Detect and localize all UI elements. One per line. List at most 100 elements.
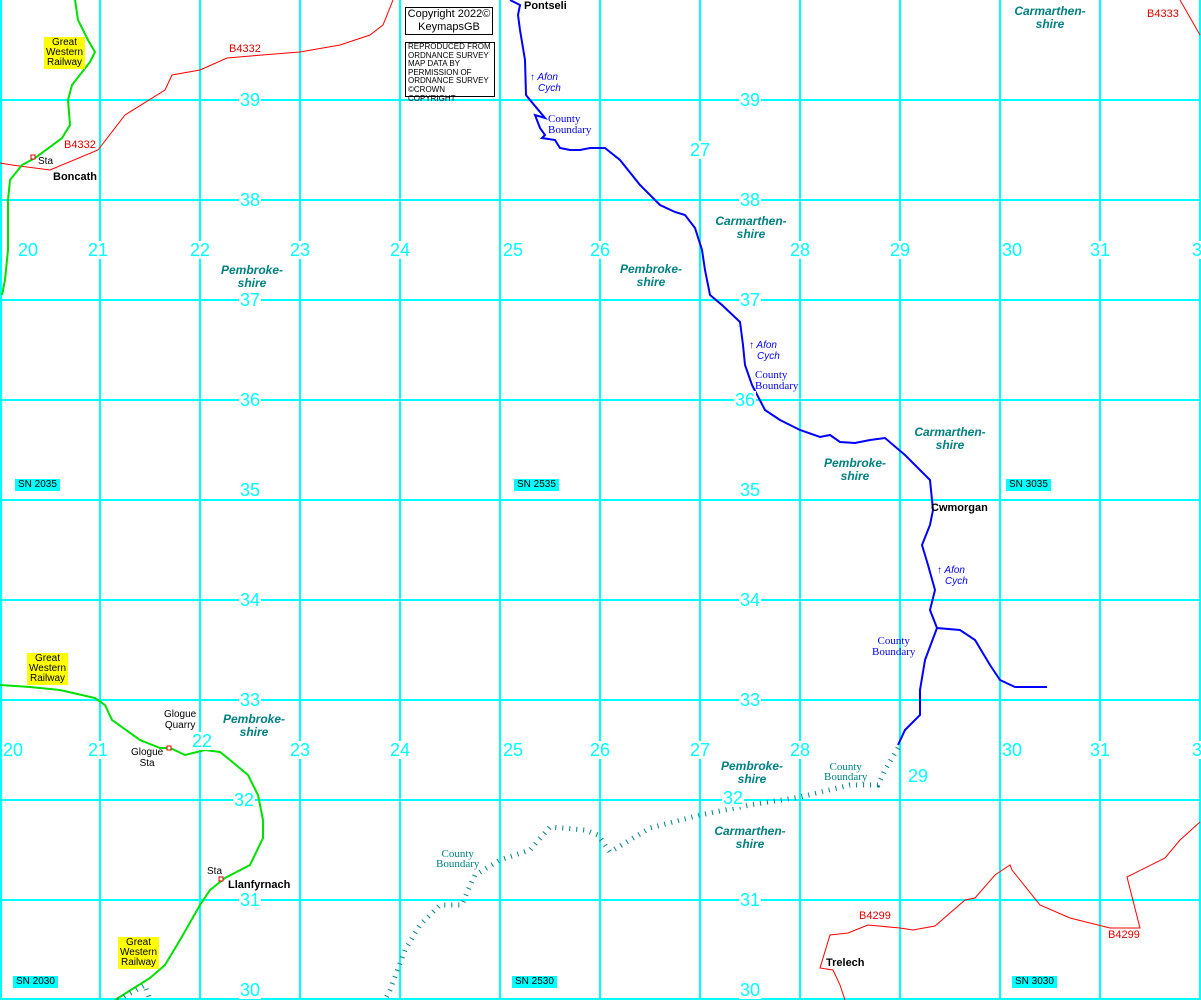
easting-label: 29 (888, 240, 912, 260)
label-line: Great (126, 937, 152, 948)
label-line: Boundary (872, 646, 916, 658)
place-trelech: Trelech (826, 957, 865, 969)
place-boncath: Boncath (53, 171, 97, 183)
county-pembrokeshire: Pembroke-shire (223, 713, 285, 739)
easting-label: 25 (501, 240, 525, 260)
road-b4332 (0, 0, 394, 171)
easting-label: 20 (1, 740, 25, 760)
place-cwmorgan: Cwmorgan (931, 502, 988, 514)
northing-label: 30 (238, 980, 262, 1000)
label-line: Railway (30, 673, 66, 684)
label-line: Pembroke- (220, 263, 284, 277)
label-line: Afon (944, 565, 965, 576)
road-b4299 (819, 821, 1201, 1000)
easting-label: 28 (788, 740, 812, 760)
easting-label: 29 (906, 766, 930, 786)
label-line: Pembroke- (222, 712, 286, 726)
station-label: Sta (38, 156, 54, 167)
os-notice-line: ©CROWN COPYRIGHT (408, 84, 456, 103)
place-pontseli: Pontseli (524, 0, 567, 12)
label-line: Carmarthen- (914, 425, 986, 439)
label-line: Carmarthen- (715, 214, 787, 228)
northing-label: 39 (238, 90, 262, 110)
label-line: Cych (945, 576, 968, 587)
easting-label: 22 (188, 240, 212, 260)
grid-square-label: SN 3035 (1006, 479, 1051, 491)
northing-label: 32 (721, 788, 745, 808)
label-line: shire (935, 438, 965, 452)
os-notice-line: MAP DATA BY (408, 59, 461, 69)
northing-label: 36 (238, 390, 262, 410)
station-icon (218, 876, 224, 882)
os-notice-line: ORDNANCE SURVEY (408, 76, 489, 86)
station-icon (166, 745, 172, 751)
label-line: Boundary (755, 380, 799, 392)
os-notice-line: PERMISSION OF (408, 67, 472, 77)
road-b4333 (1179, 0, 1201, 36)
county-pembrokeshire: Pembroke-shire (221, 264, 283, 290)
easting-label: 3 (1190, 741, 1201, 759)
station-icon (30, 154, 36, 160)
label-line: Western (46, 47, 84, 58)
grid-square-label: SN 2530 (512, 976, 557, 988)
label-line: County (829, 761, 862, 773)
label-line: Boundary (548, 124, 592, 136)
easting-label: 20 (16, 240, 40, 260)
northing-label: 37 (238, 290, 262, 310)
northing-label: 32 (232, 790, 256, 810)
northing-label: 31 (738, 890, 762, 910)
easting-label: 21 (86, 240, 110, 260)
label-line: Western (120, 947, 158, 958)
grid-square-label: SN 3030 (1012, 976, 1057, 988)
label-line: Great (35, 653, 61, 664)
label-line: Cych (757, 351, 780, 362)
label-line: Carmarthen- (1014, 4, 1086, 18)
label-line: Sta (139, 758, 155, 769)
northing-label: 33 (238, 690, 262, 710)
label-line: Quarry (164, 720, 196, 731)
northing-label: 37 (738, 290, 762, 310)
easting-label: 30 (1000, 740, 1024, 760)
os-notice-line: ORDNANCE SURVEY (408, 50, 489, 60)
os-notice-line: REPRODUCED FROM (408, 42, 491, 51)
label-line: Western (29, 663, 67, 674)
easting-label: 22 (190, 731, 214, 751)
northing-label: 39 (738, 90, 762, 110)
easting-label: 24 (388, 740, 412, 760)
label-line: shire (737, 772, 767, 786)
road-label-b4333: B4333 (1147, 8, 1179, 20)
label-line: Afon (537, 72, 558, 83)
label-line: Boundary (436, 858, 480, 870)
label-line: County (548, 113, 581, 125)
county-boundary-dotted (382, 746, 901, 1000)
county-pembrokeshire: Pembroke-shire (620, 263, 682, 289)
grid-square-label: SN 2035 (15, 479, 60, 491)
northing-label: 31 (238, 890, 262, 910)
label-line: County (441, 848, 474, 860)
river-afon-cych (509, 0, 1047, 688)
label-line: Carmarthen- (714, 824, 786, 838)
label-line: Pembroke- (823, 456, 887, 470)
northing-label: 35 (738, 480, 762, 500)
northing-label: 38 (238, 190, 262, 210)
label-line: Glogue (131, 747, 164, 758)
northing-label: 30 (738, 980, 762, 1000)
railway-north (1, 0, 97, 296)
northing-label: 35 (238, 480, 262, 500)
place-llanfyrnach: Llanfyrnach (228, 879, 291, 891)
northing-label: 34 (238, 590, 262, 610)
label-line: Great (52, 37, 78, 48)
easting-label: 27 (688, 140, 712, 160)
county-carmarthenshire: Carmarthen-shire (715, 215, 786, 241)
northing-label: 36 (733, 390, 757, 410)
